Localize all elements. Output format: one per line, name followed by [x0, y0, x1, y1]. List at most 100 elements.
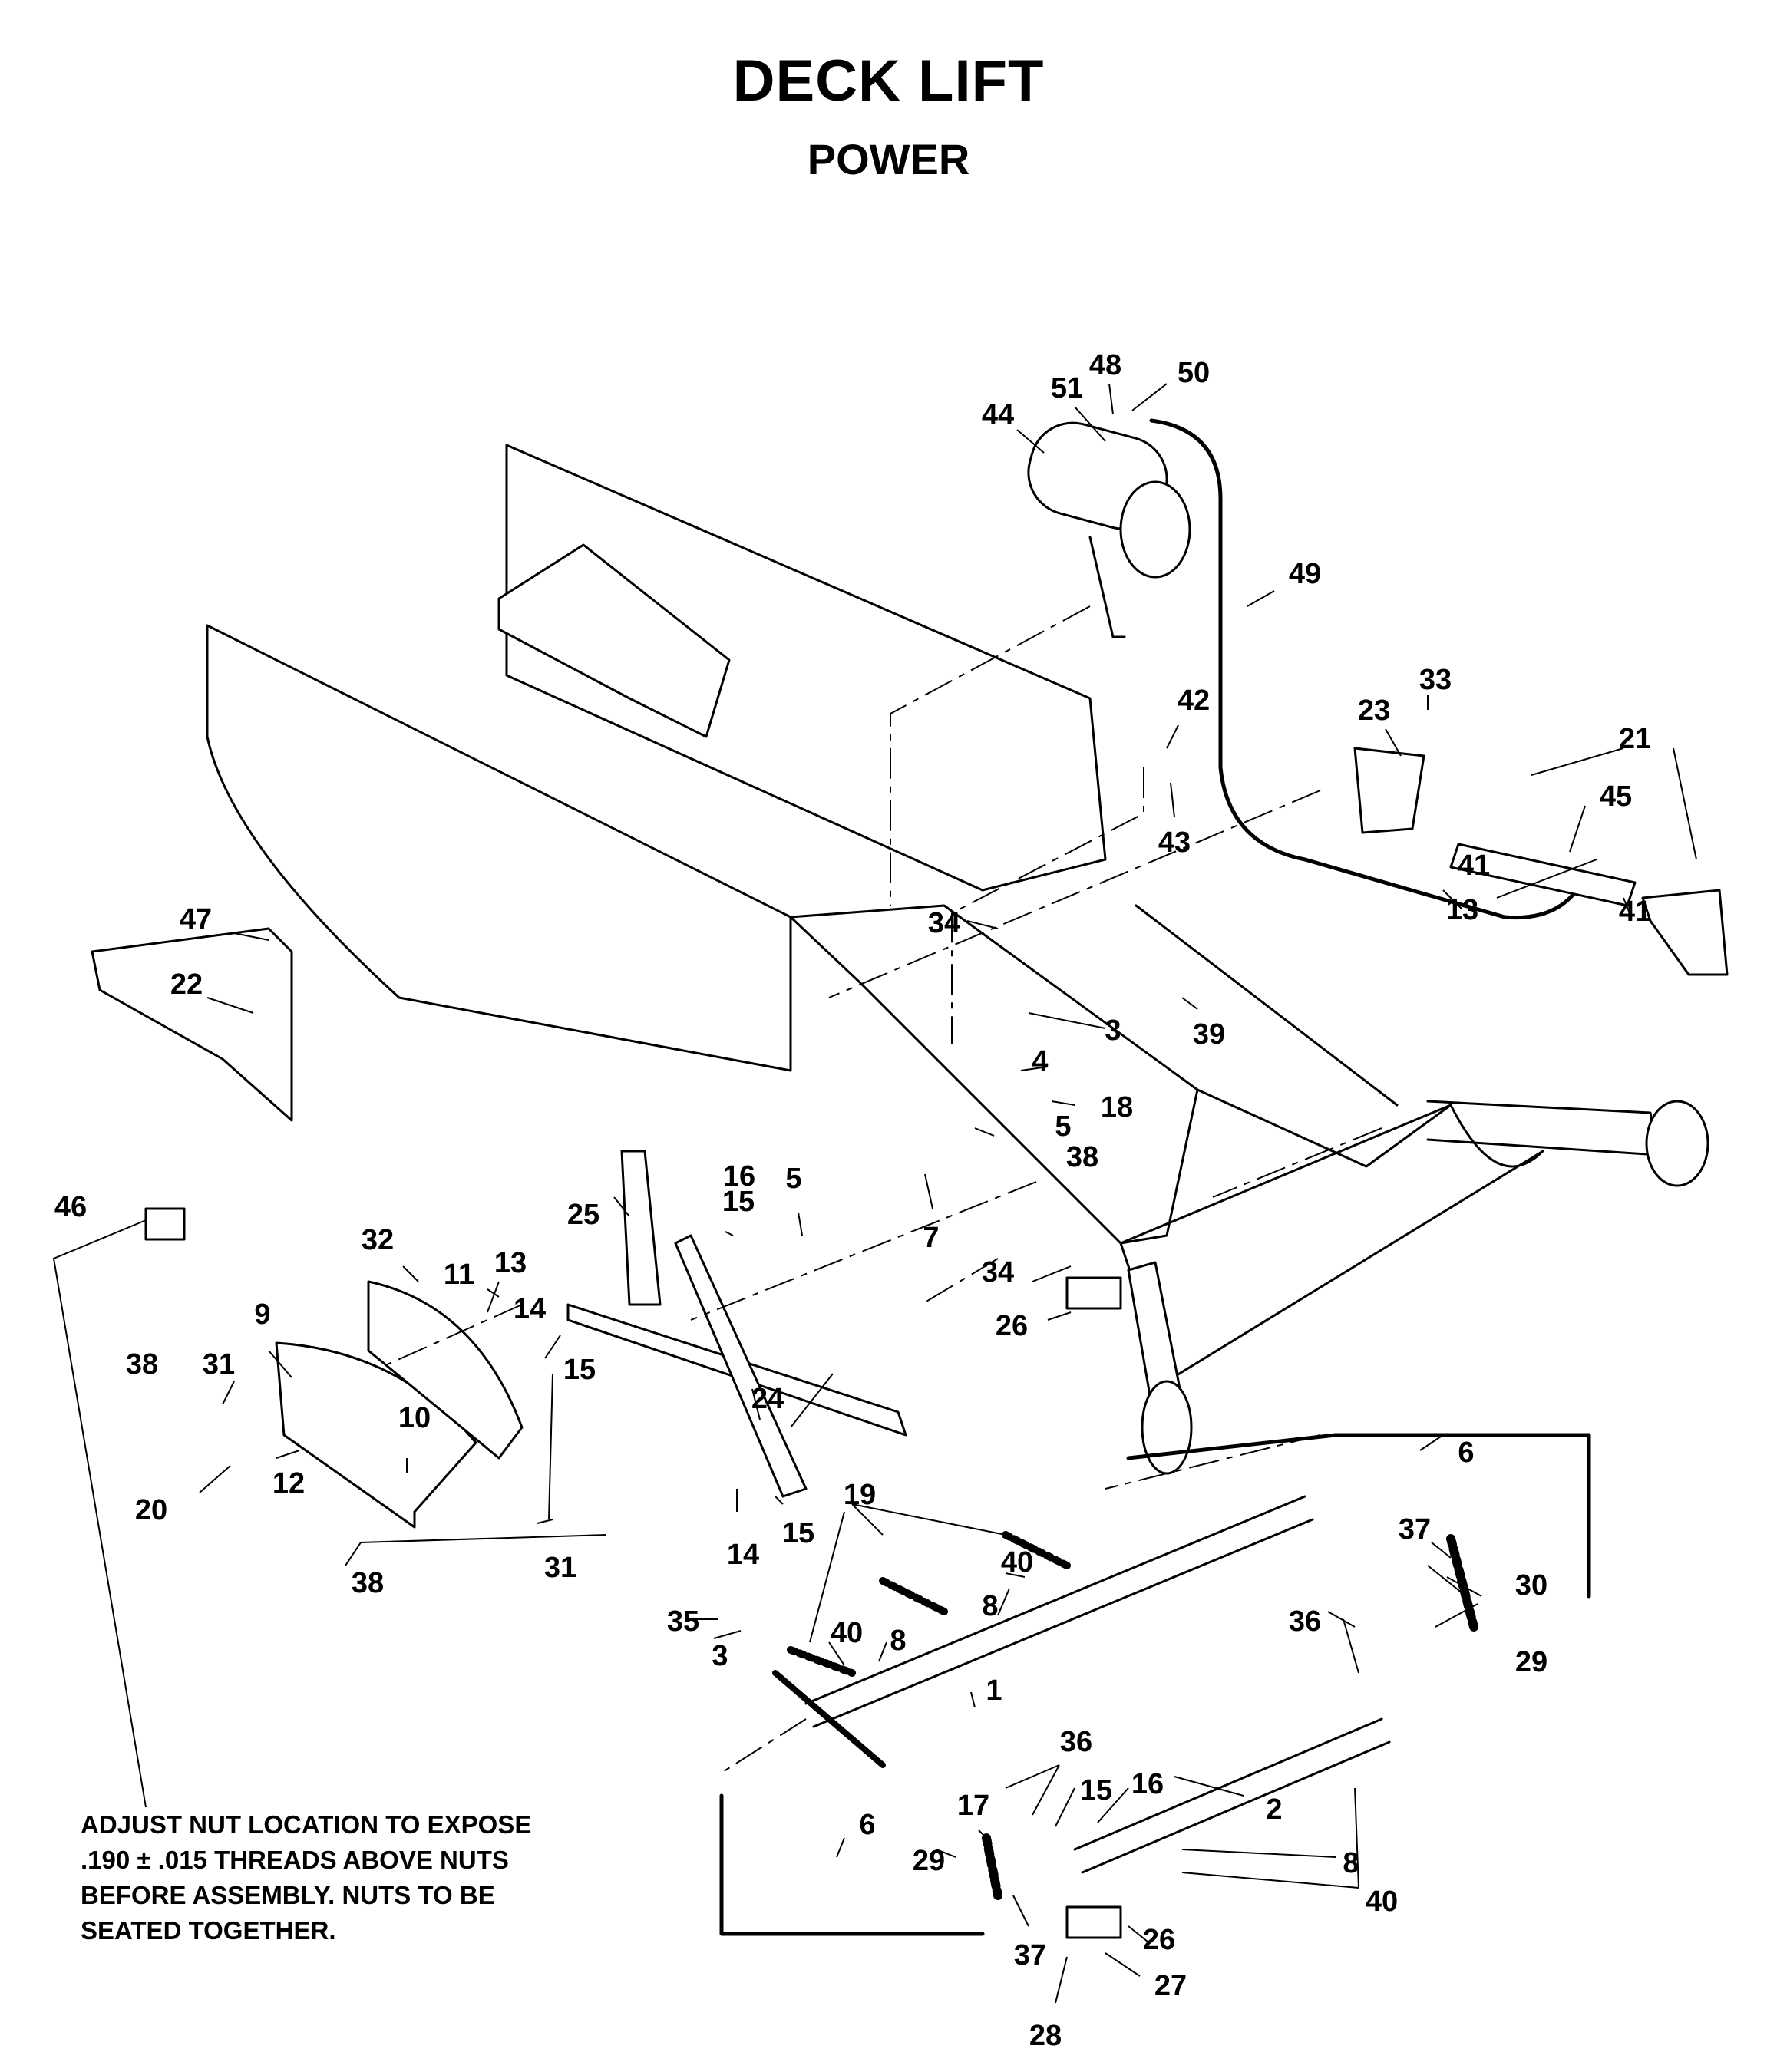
rear-frame-panel [505, 444, 1107, 892]
callout-number: 13 [1446, 894, 1478, 926]
note-line: BEFORE ASSEMBLY. NUTS TO BE [81, 1881, 495, 1909]
callout-number: 4 [1032, 1045, 1048, 1077]
callout-number: 41 [1619, 896, 1651, 928]
control-panel [91, 927, 293, 1122]
callout-number: 30 [1515, 1569, 1547, 1602]
height-quadrant-inner [367, 1280, 524, 1460]
clamp-block-upper [1065, 1276, 1122, 1310]
callout-number: 28 [1029, 2020, 1062, 2052]
callout-number: 40 [831, 1617, 863, 1649]
callout-number: 39 [1193, 1018, 1225, 1051]
callout-number: 29 [1515, 1646, 1547, 1678]
callout-number: 34 [928, 907, 960, 939]
connecting-rod-upper [1126, 1433, 1591, 1599]
actuator-mount-bracket [1353, 747, 1425, 834]
rear-lift-shaft [804, 1495, 1314, 1728]
callout-number: 15 [722, 1186, 755, 1218]
callout-number: 3 [1105, 1015, 1121, 1047]
leader-lines [52, 383, 1697, 2004]
callout-number: 12 [272, 1467, 305, 1500]
callout-number: 37 [1399, 1513, 1431, 1546]
callout-number: 34 [982, 1256, 1014, 1288]
callout-number: 38 [1066, 1141, 1098, 1173]
callout-number: 40 [1001, 1546, 1033, 1579]
callout-number: 46 [54, 1191, 87, 1223]
callout-number: 17 [957, 1790, 989, 1822]
spring-middle [879, 1577, 948, 1615]
note-line: SEATED TOGETHER. [81, 1916, 336, 1945]
callout-number: 14 [727, 1539, 759, 1571]
callout-number: 15 [782, 1517, 814, 1549]
callout-number: 23 [1358, 695, 1390, 727]
callout-number: 21 [1619, 723, 1651, 755]
front-lift-shaft [1073, 1717, 1391, 1874]
toggle-switch [144, 1207, 186, 1241]
callout-number: 44 [982, 399, 1014, 431]
callout-number: 45 [1600, 780, 1632, 813]
diagram-subtitle: POWER [807, 135, 970, 183]
callout-number: 51 [1051, 372, 1083, 404]
callout-number: 36 [1060, 1726, 1092, 1758]
note-line: ADJUST NUT LOCATION TO EXPOSE [81, 1810, 532, 1839]
callout-number: 18 [1101, 1091, 1133, 1123]
clamp-block-lower [1065, 1905, 1122, 1939]
callout-number: 26 [1143, 1924, 1175, 1956]
callout-number: 49 [1289, 558, 1321, 590]
callout-number: 31 [203, 1348, 235, 1381]
callout-number: 6 [1458, 1437, 1474, 1469]
lift-arm [1641, 889, 1729, 976]
callout-number: 38 [352, 1567, 384, 1599]
spring-lower [787, 1646, 856, 1677]
front-deck-plate [1119, 1104, 1544, 1383]
callout-number: 31 [544, 1552, 576, 1584]
callout-number: 5 [1055, 1110, 1071, 1143]
callout-number: 10 [398, 1402, 431, 1434]
callout-number: 7 [923, 1222, 939, 1254]
callout-number: 25 [567, 1199, 599, 1231]
callout-number: 6 [859, 1809, 875, 1841]
connecting-rod-lower [719, 1793, 985, 1936]
callout-number: 27 [1154, 1970, 1187, 2002]
callout-number: 32 [362, 1224, 394, 1256]
callout-number: 41 [1458, 850, 1490, 882]
left-side-panel [206, 624, 792, 1072]
callout-number: 14 [514, 1293, 546, 1325]
callout-number: 50 [1178, 357, 1210, 389]
callout-number: 37 [1014, 1939, 1046, 1971]
lift-lever-25 [620, 1150, 662, 1306]
callout-number: 8 [1343, 1847, 1359, 1879]
callout-number: 5 [785, 1163, 801, 1195]
callout-number: 24 [751, 1383, 784, 1415]
callout-number: 9 [254, 1298, 270, 1331]
note-line: .190 ± .015 THREADS ABOVE NUTS [81, 1846, 509, 1874]
parts-linework [91, 418, 1729, 1939]
callout-number: 16 [1131, 1768, 1164, 1800]
callout-number: 11 [444, 1259, 474, 1291]
callout-number: 15 [563, 1354, 596, 1386]
center-frame [789, 904, 1199, 1245]
callout-number: 20 [135, 1494, 167, 1526]
callout-number: 29 [913, 1845, 945, 1877]
rear-gusset-bracket [497, 543, 731, 738]
callout-number: 40 [1366, 1886, 1398, 1918]
callout-number: 36 [1289, 1605, 1321, 1638]
callout-number: 8 [890, 1625, 906, 1657]
callout-number: 8 [982, 1590, 998, 1622]
callout-number: 47 [180, 903, 212, 935]
center-lines [383, 605, 1382, 1773]
callout-number: 19 [844, 1479, 876, 1511]
diagram-title: DECK LIFT [732, 48, 1045, 114]
callout-number: 15 [1080, 1774, 1112, 1806]
spring-upper [1002, 1531, 1071, 1569]
callout-number: 43 [1158, 826, 1191, 859]
callout-number: 26 [996, 1310, 1028, 1342]
callout-number: 3 [712, 1640, 728, 1672]
callout-number: 42 [1178, 685, 1210, 717]
callout-number: 2 [1266, 1793, 1282, 1826]
assembly-note: ADJUST NUT LOCATION TO EXPOSE .190 ± .01… [81, 1807, 603, 1948]
adjust-chain-rear [1446, 1534, 1478, 1632]
callout-number: 13 [494, 1247, 527, 1279]
callout-number: 16 [723, 1160, 755, 1193]
